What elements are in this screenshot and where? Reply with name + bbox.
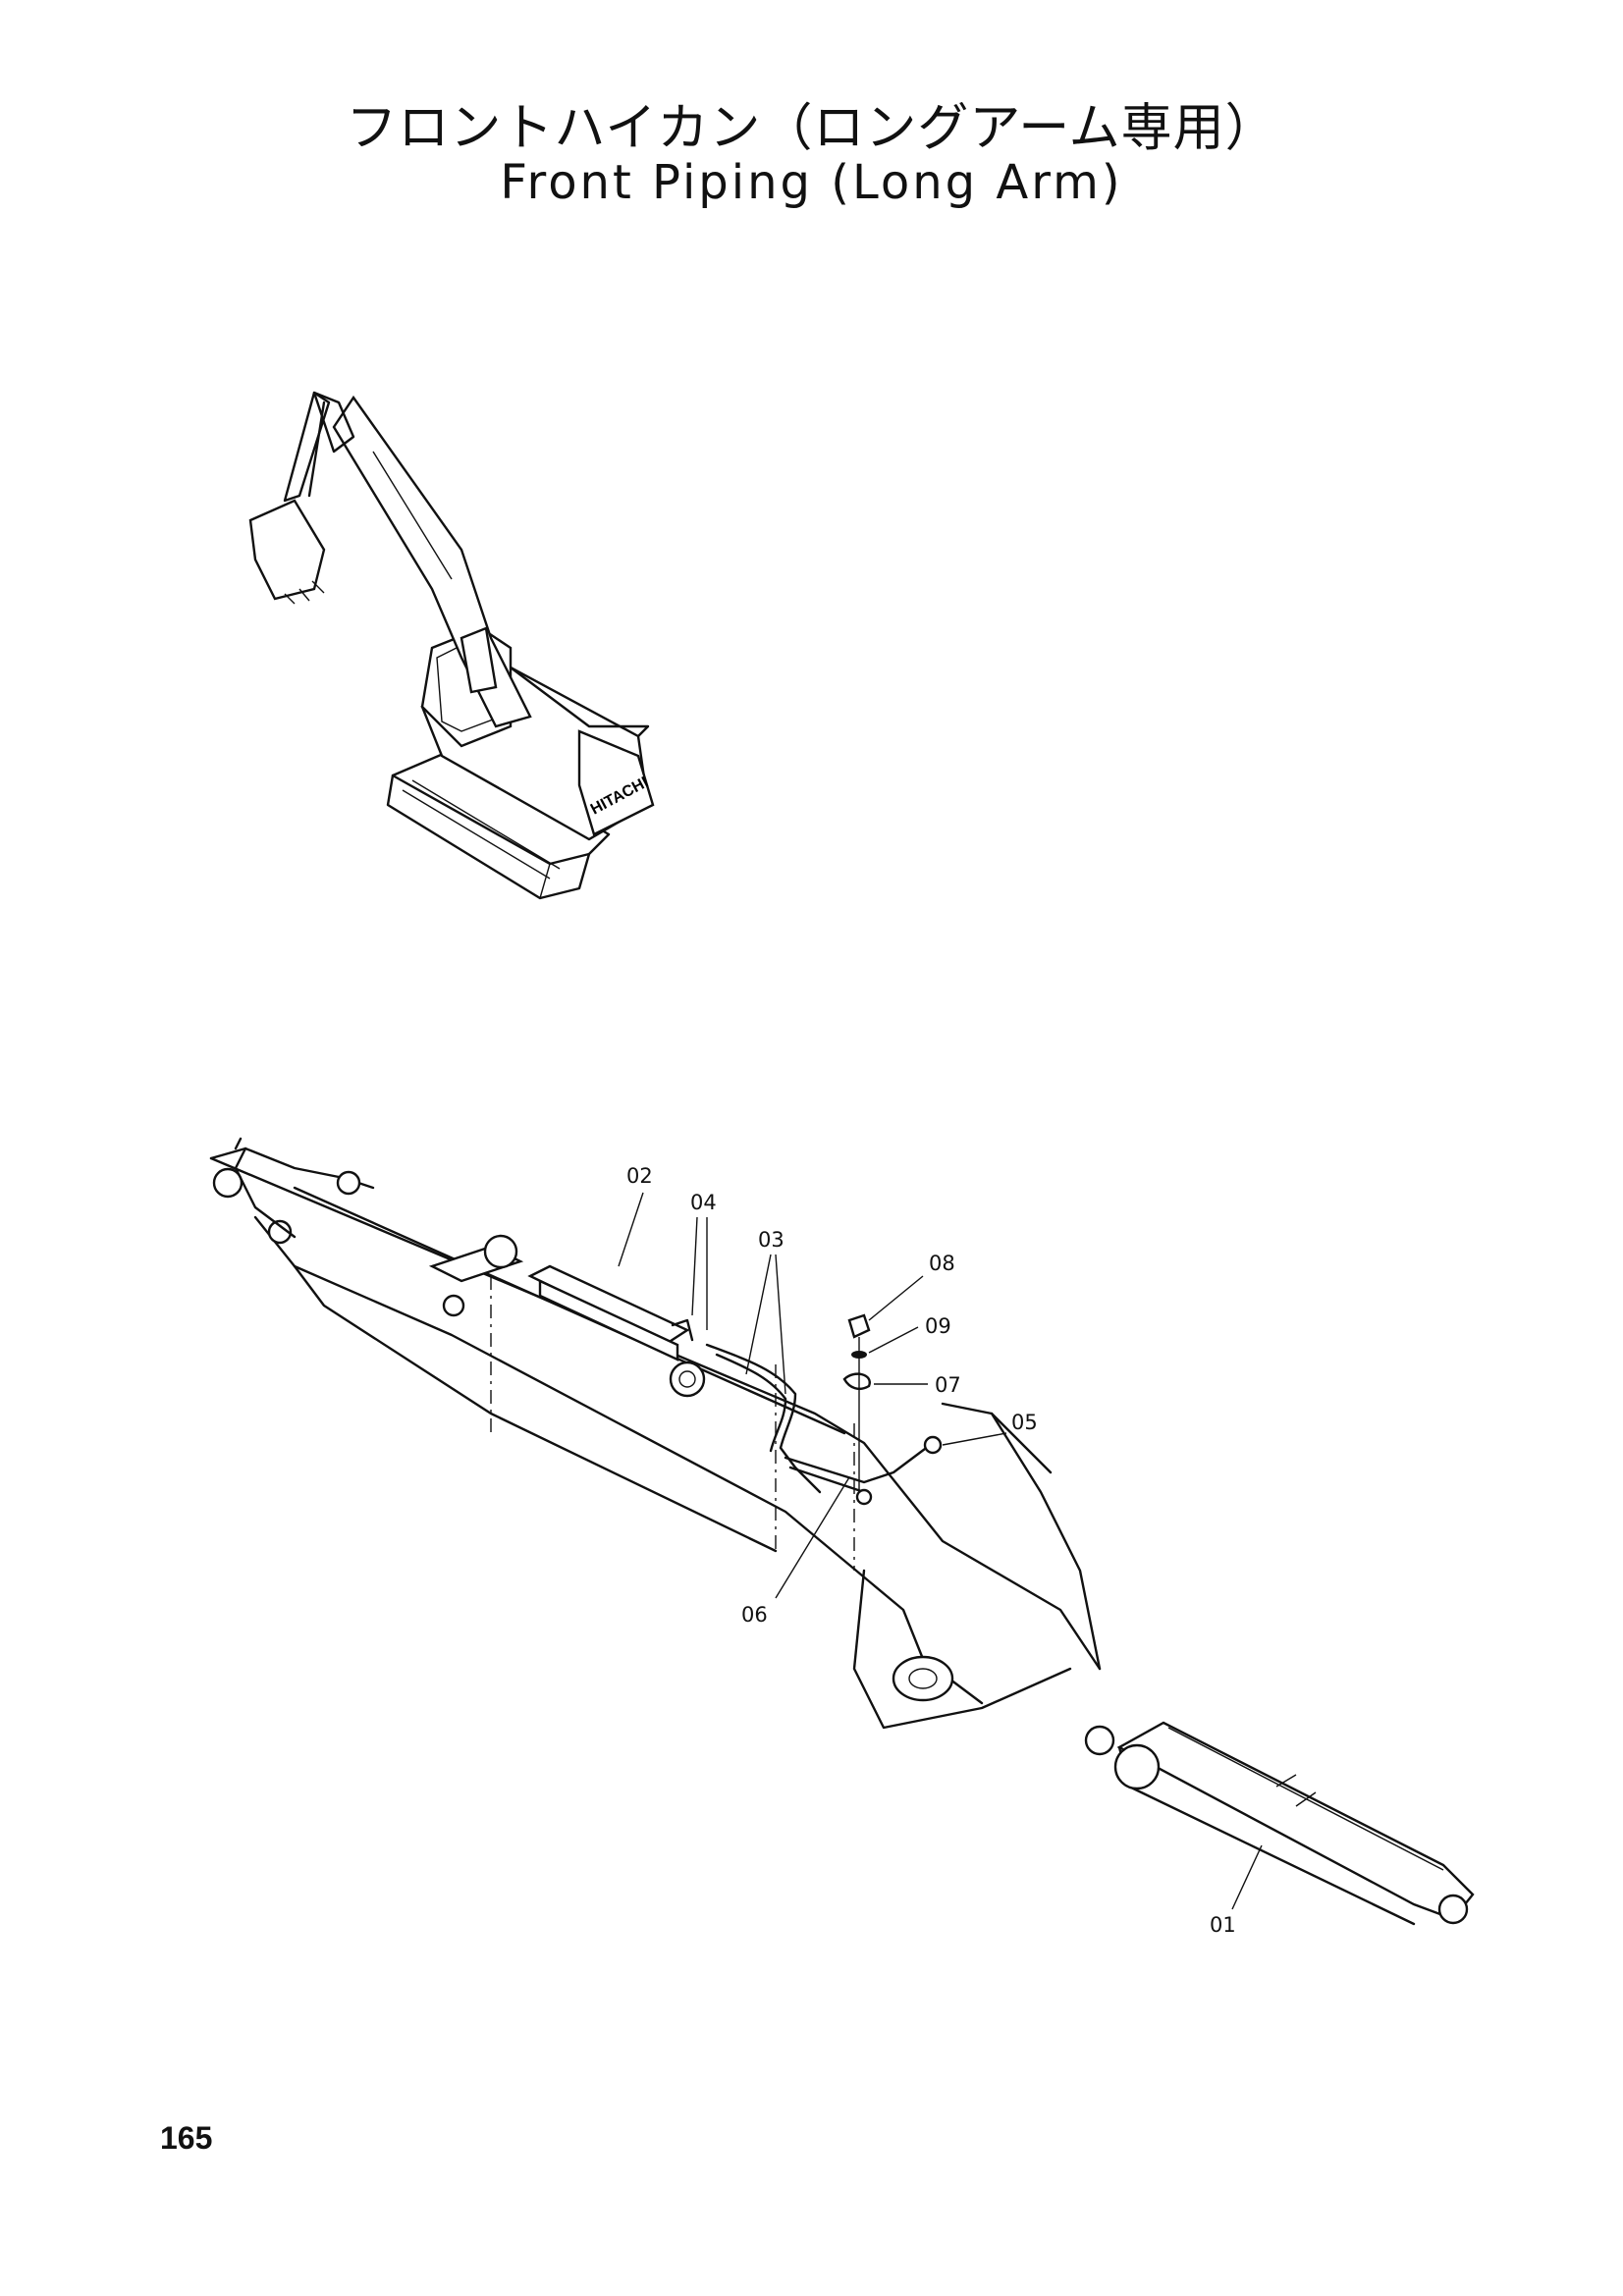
callout-01: 01: [1210, 1913, 1236, 1937]
page-title-japanese: フロントハイカン（ロングアーム専用）: [346, 99, 1277, 158]
callout-06: 06: [741, 1603, 768, 1627]
page-title-english: Front Piping (Long Arm): [500, 155, 1123, 210]
callout-09: 09: [925, 1314, 951, 1338]
excavator-drawing: HITACHI: [248, 391, 655, 900]
boom-assembly: [209, 1137, 1475, 1926]
callout-04: 04: [690, 1191, 717, 1214]
callout-05: 05: [1011, 1411, 1038, 1434]
callout-08: 08: [929, 1252, 955, 1275]
callout-labels: 02 04 03 08 09 07 05 06 01: [626, 1164, 1236, 1937]
callout-03: 03: [758, 1228, 784, 1252]
callout-leaders: [618, 1192, 1263, 1910]
page-number: 165: [160, 2120, 213, 2156]
callout-02: 02: [626, 1164, 653, 1188]
callout-07: 07: [935, 1373, 961, 1397]
